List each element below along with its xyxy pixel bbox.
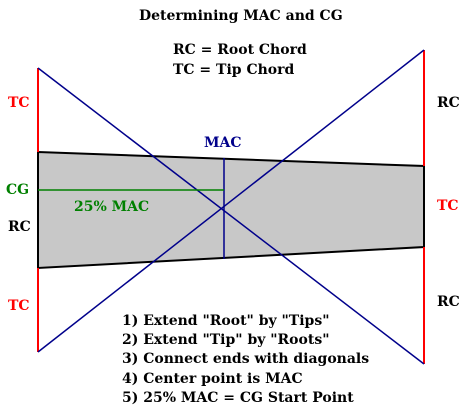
step-5: 5) 25% MAC = CG Start Point (122, 390, 354, 406)
left-tc-top-label: TC (8, 95, 30, 111)
legend-root-chord: RC = Root Chord (173, 42, 307, 58)
step-4: 4) Center point is MAC (122, 371, 303, 387)
left-tc-bottom-label: TC (8, 298, 30, 314)
step-3: 3) Connect ends with diagonals (122, 351, 370, 367)
right-tc-label: TC (437, 198, 459, 214)
diagonal-2 (37, 49, 425, 353)
legend-tip-chord: TC = Tip Chord (173, 62, 295, 78)
cg-label: CG (6, 182, 30, 198)
diagonal-1 (37, 67, 425, 365)
mac-label: MAC (204, 135, 242, 151)
right-rc-bottom-label: RC (437, 294, 460, 310)
step-2: 2) Extend "Tip" by "Roots" (122, 332, 330, 348)
step-1: 1) Extend "Root" by "Tips" (122, 313, 330, 329)
quarter-mac-label: 25% MAC (74, 199, 150, 215)
right-rc-top-label: RC (437, 95, 460, 111)
left-rc-label: RC (8, 219, 31, 235)
diagram-title: Determining MAC and CG (139, 8, 343, 24)
